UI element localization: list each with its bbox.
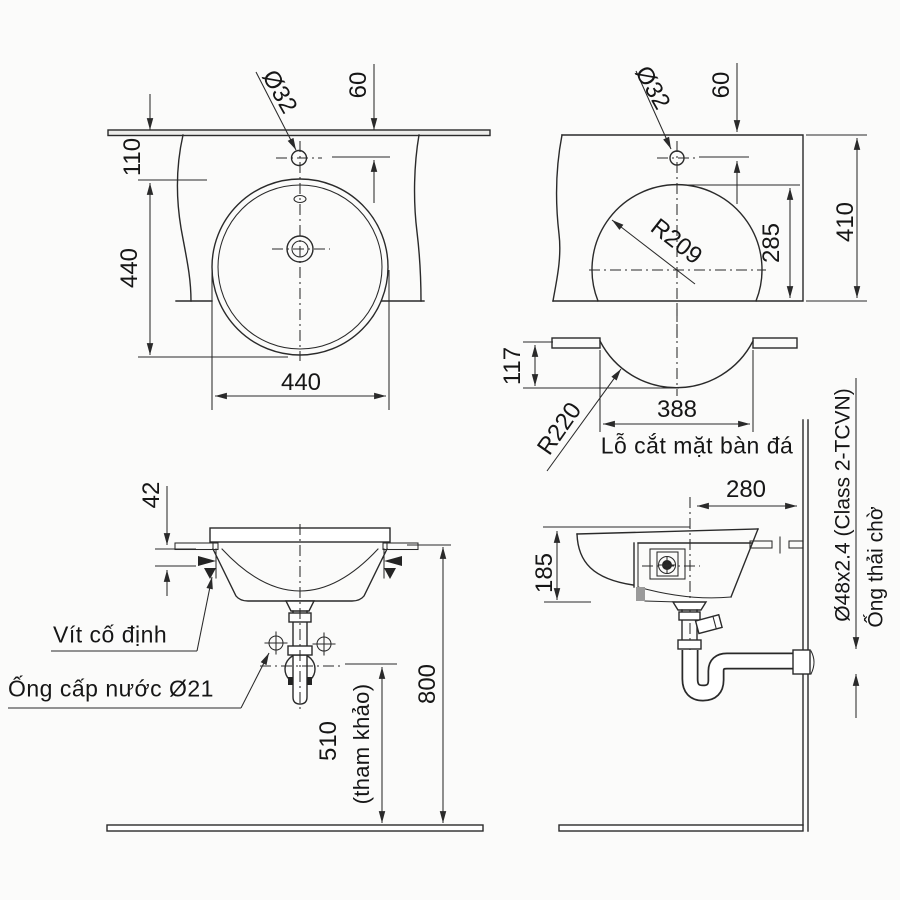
front-elevation-view	[8, 486, 451, 823]
cutout-section-view	[523, 305, 798, 472]
dim-hole-offset-2: 60	[708, 71, 735, 99]
dim-basin-width: 440	[280, 369, 322, 396]
supply-point-right	[312, 632, 336, 656]
screw-leader	[196, 576, 213, 652]
radius-leader	[546, 368, 622, 472]
bowl-back-slant	[730, 528, 759, 598]
pipe-nut	[678, 611, 701, 621]
clip-block	[636, 587, 645, 601]
floor-right	[558, 824, 804, 832]
label-fixing-screw: Vít cố định	[53, 621, 168, 648]
overflow-hole	[293, 194, 307, 204]
hole-dia-leader	[635, 70, 672, 150]
label-waste-pipe: Ống thải chờ	[864, 506, 888, 628]
dim-trap-height-note: (tham khảo)	[349, 683, 374, 805]
top-view-cutout-template	[552, 63, 867, 338]
overflow-channel	[649, 548, 686, 580]
counter-hatch	[749, 540, 773, 549]
dim-cut-depth: 117	[499, 346, 526, 386]
counter-hatch-left	[551, 337, 601, 349]
dim-edge-distance: 110	[119, 137, 146, 177]
rim-top	[576, 528, 759, 535]
fixing-clip-left	[198, 548, 217, 579]
counter-hatch-right	[752, 337, 798, 349]
supply-leader	[240, 652, 270, 709]
dim-basin-height: 185	[531, 552, 558, 594]
bowl-inner-bottom	[637, 586, 732, 599]
radius-leader	[611, 219, 696, 285]
pipe-nut	[677, 639, 702, 650]
label-supply-pipe: Ống cấp nước Ø21	[8, 675, 214, 702]
dim-counter-height: 800	[414, 663, 441, 705]
counter-hatch	[788, 540, 804, 549]
dim-counter-depth: 410	[832, 201, 859, 243]
dim-center-distance: 285	[758, 222, 785, 264]
counter-hatch-right	[382, 542, 419, 551]
wall-and-floor	[106, 419, 809, 832]
dim-center-to-wall: 280	[725, 476, 767, 503]
supply-point-left	[264, 631, 288, 655]
bowl-front-curve	[576, 533, 634, 586]
side-section-view	[543, 378, 860, 718]
fixing-clip-right	[383, 548, 402, 579]
counter-front-edge	[107, 129, 491, 137]
floor-left	[106, 824, 484, 832]
wall-socket	[792, 649, 811, 675]
caption-cutout: Lỗ cắt mặt bàn đá	[600, 432, 794, 459]
branch-fitting	[694, 613, 723, 635]
dim-cut-width: 388	[656, 396, 698, 423]
hole-dia-leader	[255, 71, 297, 151]
drain-flange	[284, 600, 316, 612]
break-line	[552, 134, 563, 302]
break-line-left	[176, 134, 192, 302]
dim-hole-offset: 60	[345, 71, 372, 99]
dim-trap-height: 510	[315, 720, 342, 762]
counter-hatch-left	[174, 542, 219, 551]
dim-clamp-thickness: 42	[138, 481, 165, 509]
break-line-right	[413, 134, 422, 302]
top-view-plan	[107, 64, 491, 410]
counter-outline	[552, 134, 804, 302]
label-waste-pipe-spec: Ø48x2.4 (Class 2-TCVN)	[831, 388, 855, 622]
drain-flange	[671, 601, 708, 611]
dim-basin-depth: 440	[116, 247, 143, 289]
